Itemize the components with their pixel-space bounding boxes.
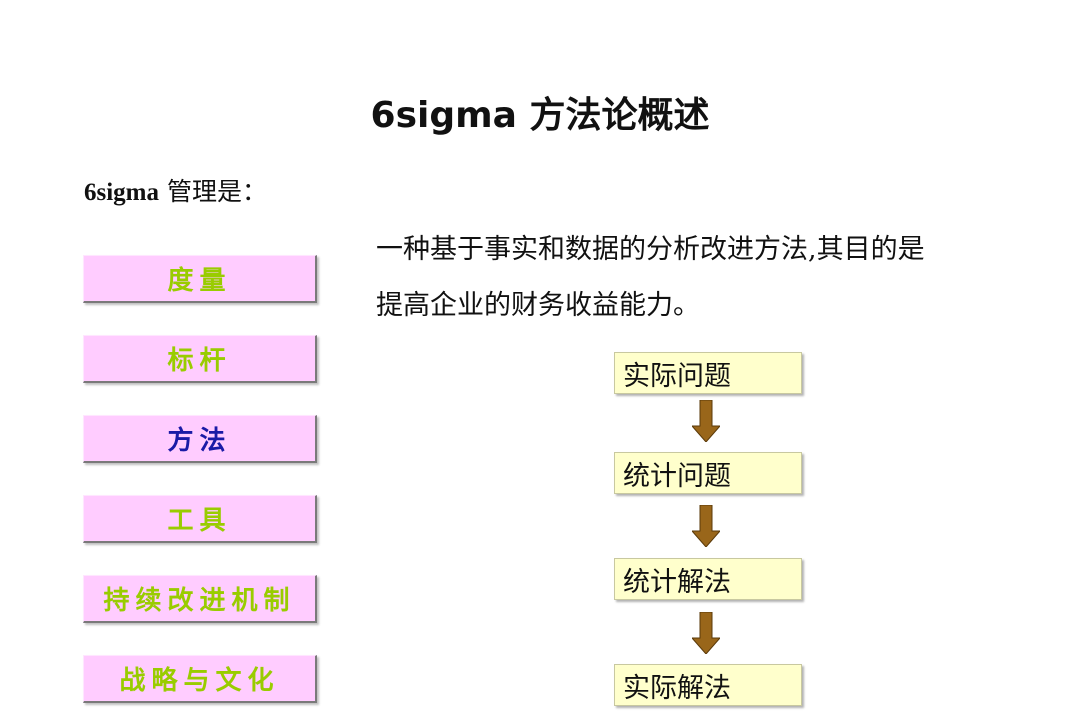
description-line-2: 提高企业的财务收益能力。 xyxy=(376,290,700,321)
category-continuous-improvement[interactable]: 持续改进机制 xyxy=(83,575,317,623)
category-benchmark[interactable]: 标杆 xyxy=(83,335,317,383)
arrow-down-icon xyxy=(692,505,720,547)
arrow-shape xyxy=(692,400,720,442)
arrow-shape xyxy=(692,612,720,654)
flow-step-statistical-solution: 统计解法 xyxy=(614,558,802,600)
arrow-down-icon xyxy=(692,400,720,442)
flow-step-real-solution: 实际解法 xyxy=(614,664,802,706)
category-measure[interactable]: 度量 xyxy=(83,255,317,303)
description-line-1: 一种基于事实和数据的分析改进方法,其目的是 xyxy=(376,234,925,265)
flow-step-statistical-problem: 统计问题 xyxy=(614,452,802,494)
subtitle-rest: 管理是： xyxy=(159,177,267,206)
arrow-shape xyxy=(692,505,720,547)
slide-title: 6sigma 方法论概述 xyxy=(370,95,710,136)
subtitle-bold: 6sigma xyxy=(84,179,159,206)
description: 一种基于事实和数据的分析改进方法,其目的是 提高企业的财务收益能力。 xyxy=(376,222,1036,334)
arrow-down-icon xyxy=(692,612,720,654)
category-method[interactable]: 方法 xyxy=(83,415,317,463)
category-strategy-culture[interactable]: 战略与文化 xyxy=(83,655,317,703)
category-tools[interactable]: 工具 xyxy=(83,495,317,543)
subtitle: 6sigma 管理是： xyxy=(84,172,267,213)
flow-step-real-problem: 实际问题 xyxy=(614,352,802,394)
